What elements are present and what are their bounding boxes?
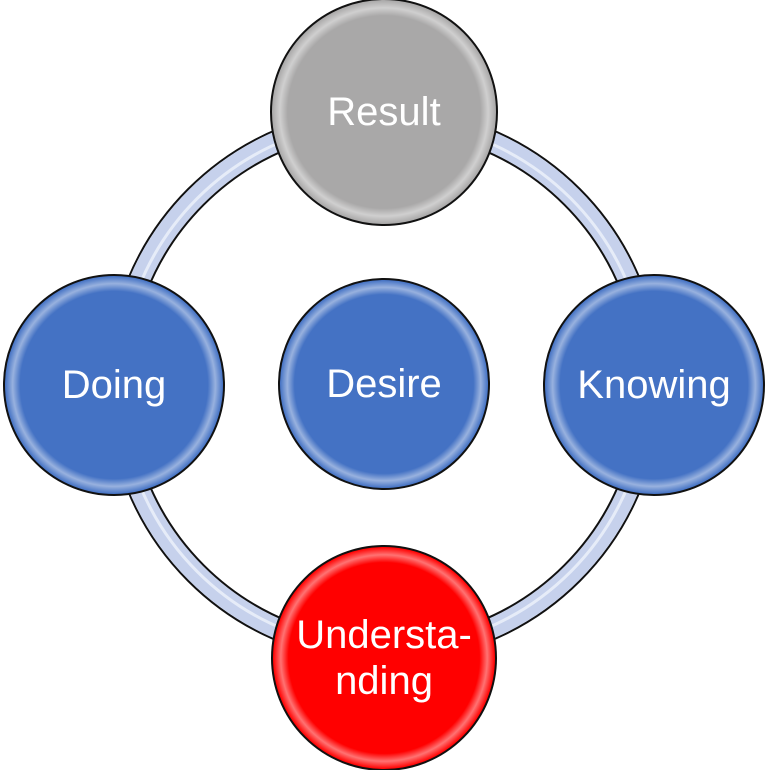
doing-label: Doing <box>62 363 167 407</box>
result-gloss <box>272 0 496 224</box>
knowing-label: Knowing <box>577 363 730 407</box>
understanding-label-line-1: Understa- <box>296 613 472 657</box>
result-node: Result <box>270 0 498 226</box>
desire-label: Desire <box>326 362 442 406</box>
understanding-label-line-2: nding <box>335 659 433 703</box>
desire-node: Desire <box>278 278 490 490</box>
result-label: Result <box>327 90 440 134</box>
desire-gloss <box>280 280 488 488</box>
knowing-node: Knowing <box>543 274 765 496</box>
understanding-gloss <box>273 547 495 769</box>
understanding-node: Understa-nding <box>271 545 497 770</box>
doing-gloss <box>5 276 223 494</box>
knowing-gloss <box>545 276 763 494</box>
doing-node: Doing <box>3 274 225 496</box>
